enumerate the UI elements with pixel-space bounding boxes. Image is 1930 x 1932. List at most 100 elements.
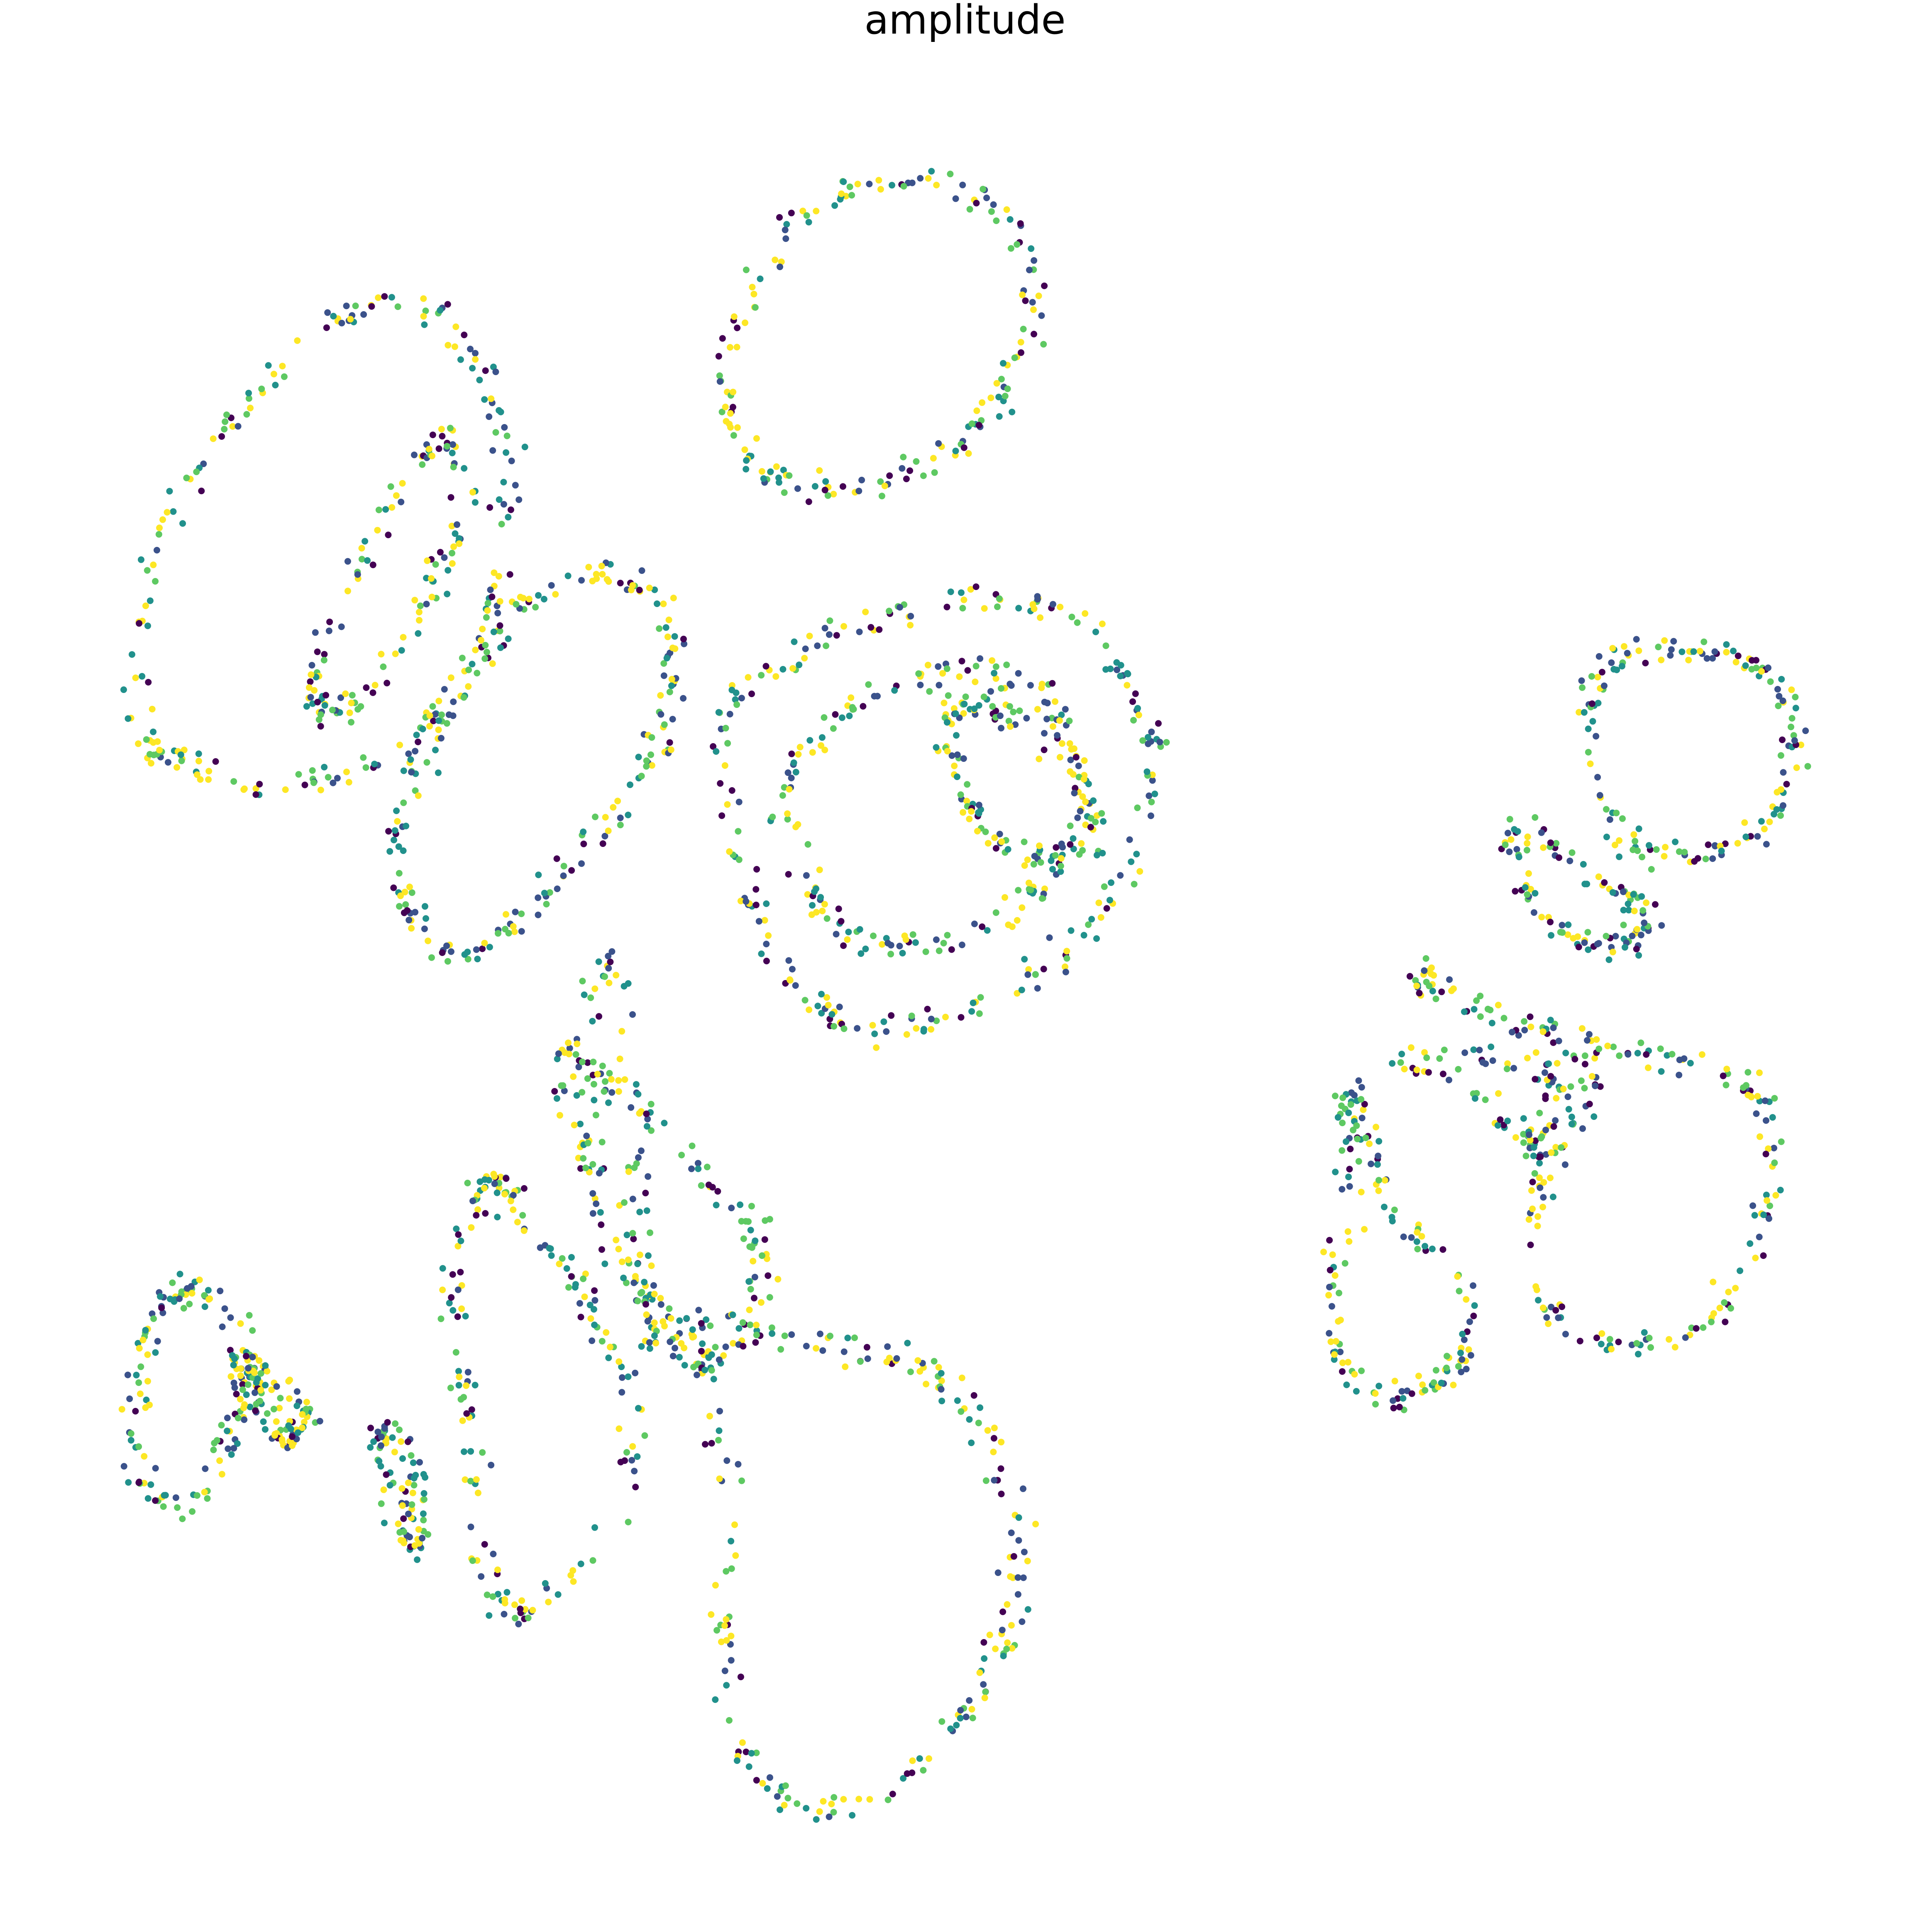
data-point bbox=[1471, 1006, 1478, 1013]
data-point bbox=[1540, 844, 1547, 851]
data-point bbox=[438, 426, 445, 433]
data-point bbox=[988, 208, 995, 215]
data-point bbox=[947, 171, 954, 178]
data-point bbox=[429, 452, 435, 459]
data-point bbox=[1595, 873, 1602, 880]
data-point bbox=[638, 1147, 645, 1154]
data-point bbox=[716, 1356, 723, 1363]
data-point bbox=[563, 1265, 570, 1272]
data-point bbox=[578, 860, 585, 867]
data-point bbox=[1576, 709, 1583, 716]
data-point bbox=[420, 1496, 428, 1503]
data-point bbox=[397, 1537, 404, 1544]
data-point bbox=[803, 872, 810, 879]
data-point bbox=[547, 1245, 554, 1252]
data-point bbox=[742, 319, 748, 326]
data-point bbox=[1542, 1127, 1549, 1134]
data-point bbox=[1360, 1106, 1367, 1113]
data-point bbox=[590, 1306, 597, 1313]
data-point bbox=[830, 1809, 837, 1816]
data-point bbox=[980, 1681, 987, 1688]
data-point bbox=[982, 1688, 989, 1695]
data-point bbox=[441, 686, 448, 693]
data-point bbox=[968, 1008, 975, 1015]
data-point bbox=[698, 1320, 705, 1327]
data-point bbox=[1339, 1359, 1346, 1366]
data-point bbox=[497, 644, 504, 651]
data-point bbox=[1639, 907, 1647, 914]
data-point bbox=[1547, 1174, 1554, 1181]
data-point bbox=[1082, 798, 1089, 805]
data-point bbox=[176, 1295, 183, 1302]
data-point bbox=[748, 1750, 755, 1757]
data-point bbox=[907, 1368, 914, 1375]
data-point bbox=[1601, 879, 1608, 886]
data-point bbox=[1473, 1090, 1480, 1097]
data-point bbox=[1007, 723, 1014, 730]
data-point bbox=[262, 1362, 269, 1369]
data-point bbox=[483, 649, 490, 656]
data-point bbox=[371, 682, 379, 689]
data-point bbox=[900, 1775, 907, 1782]
data-point bbox=[1090, 797, 1097, 804]
data-point bbox=[1473, 997, 1480, 1004]
data-point bbox=[1041, 282, 1048, 289]
data-point bbox=[299, 1424, 306, 1431]
data-point bbox=[184, 1285, 191, 1292]
data-point bbox=[980, 693, 987, 700]
data-point bbox=[727, 410, 734, 417]
data-point bbox=[1521, 1018, 1528, 1025]
data-point bbox=[1077, 807, 1084, 815]
data-point bbox=[884, 1796, 892, 1803]
data-point bbox=[1766, 818, 1773, 825]
data-point bbox=[1372, 1401, 1379, 1408]
data-point bbox=[958, 1408, 965, 1415]
data-point bbox=[1720, 1072, 1727, 1079]
data-point bbox=[568, 867, 575, 874]
data-point bbox=[514, 1219, 521, 1226]
data-point bbox=[500, 501, 507, 508]
data-point bbox=[395, 1520, 402, 1527]
data-point bbox=[1641, 920, 1648, 926]
data-point bbox=[638, 773, 645, 780]
data-point bbox=[1539, 1203, 1546, 1210]
data-point bbox=[364, 557, 371, 564]
data-point bbox=[621, 1457, 628, 1464]
data-point bbox=[656, 625, 663, 632]
data-point bbox=[1534, 1213, 1542, 1220]
data-point bbox=[999, 1608, 1007, 1615]
data-point bbox=[1066, 740, 1073, 747]
data-point bbox=[730, 313, 738, 320]
data-point bbox=[743, 1749, 750, 1755]
data-point bbox=[981, 605, 988, 612]
data-point bbox=[1134, 705, 1141, 712]
data-point bbox=[1604, 1042, 1611, 1049]
data-point bbox=[755, 918, 762, 925]
data-point bbox=[1630, 846, 1637, 853]
data-point bbox=[293, 1403, 300, 1409]
data-point bbox=[164, 509, 171, 516]
data-point bbox=[648, 762, 655, 769]
data-point bbox=[1015, 1514, 1022, 1521]
data-point bbox=[998, 724, 1004, 732]
data-point bbox=[1521, 1027, 1528, 1034]
data-point bbox=[507, 506, 514, 513]
data-point bbox=[1552, 1307, 1559, 1314]
data-point bbox=[1539, 1028, 1546, 1035]
data-point bbox=[1450, 1381, 1457, 1388]
data-point bbox=[1381, 1203, 1388, 1210]
data-point bbox=[421, 903, 428, 910]
data-point bbox=[1036, 756, 1043, 762]
data-point bbox=[803, 1343, 810, 1349]
data-point bbox=[1764, 1197, 1771, 1204]
data-point bbox=[982, 1477, 989, 1484]
data-point bbox=[1765, 664, 1771, 671]
data-point bbox=[860, 703, 867, 710]
data-point bbox=[388, 294, 395, 301]
data-point bbox=[606, 979, 613, 986]
data-point bbox=[935, 1364, 942, 1371]
data-point bbox=[553, 855, 560, 862]
data-point bbox=[785, 957, 792, 964]
data-point bbox=[608, 948, 616, 955]
data-point bbox=[1375, 1138, 1383, 1145]
